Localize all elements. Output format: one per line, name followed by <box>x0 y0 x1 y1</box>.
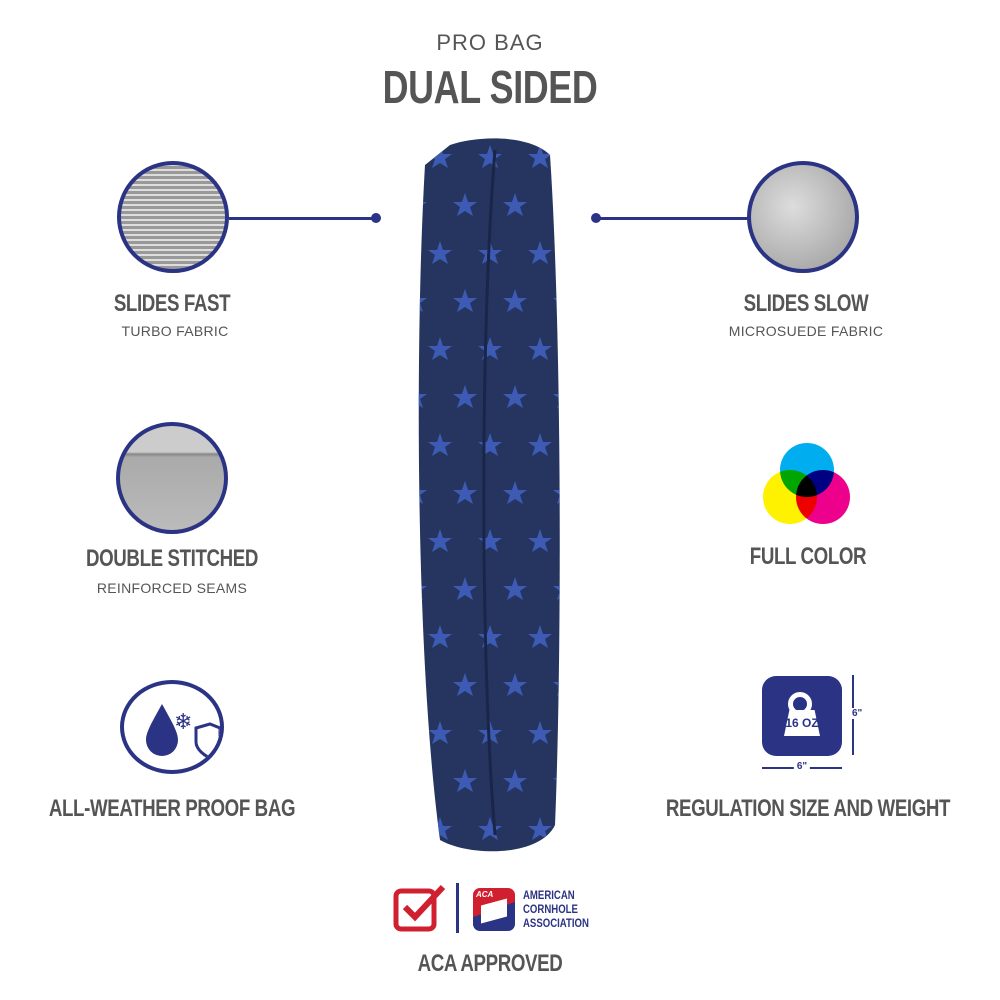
feature-title: REGULATION SIZE AND WEIGHT <box>665 795 951 822</box>
weather-proof-icon: ❄ <box>120 680 224 774</box>
divider <box>456 883 459 933</box>
feature-subtitle: REINFORCED SEAMS <box>96 580 248 596</box>
connector-line <box>596 217 748 220</box>
aca-text-line: CORNHOLE <box>523 902 578 916</box>
aca-logo-abbr: ACA <box>476 890 494 899</box>
checkbox-icon <box>393 884 446 932</box>
connector-dot <box>371 213 381 223</box>
aca-logo: ACA <box>473 888 515 931</box>
connector-line <box>229 217 376 220</box>
page-title: DUAL SIDED <box>382 61 598 113</box>
bag-size-icon: 16 OZ <box>762 676 842 756</box>
weight-label: 16 OZ <box>785 716 819 730</box>
feature-title: FULL COLOR <box>749 543 867 570</box>
eyebrow: PRO BAG <box>436 30 544 55</box>
aca-text-line: AMERICAN <box>523 888 575 902</box>
feature-subtitle: MICROSUEDE FABRIC <box>728 323 884 339</box>
feature-subtitle: TURBO FABRIC <box>121 323 229 339</box>
microsuede-fabric-image <box>747 161 859 273</box>
bag-side-view <box>418 138 560 852</box>
height-label: 6" <box>852 708 863 719</box>
snowflake-icon: ❄ <box>174 709 192 734</box>
feature-title: SLIDES FAST <box>113 290 231 317</box>
aca-approved-label: ACA APPROVED <box>417 950 563 977</box>
feature-title: SLIDES SLOW <box>743 290 869 317</box>
turbo-fabric-image <box>117 161 229 273</box>
connector-dot <box>591 213 601 223</box>
stitching-image <box>116 422 228 534</box>
cmy-color-icon <box>763 443 850 524</box>
aca-text-line: ASSOCIATION <box>523 916 589 930</box>
feature-title: DOUBLE STITCHED <box>86 545 258 572</box>
width-label: 6" <box>793 761 811 772</box>
feature-title: ALL-WEATHER PROOF BAG <box>48 795 296 822</box>
